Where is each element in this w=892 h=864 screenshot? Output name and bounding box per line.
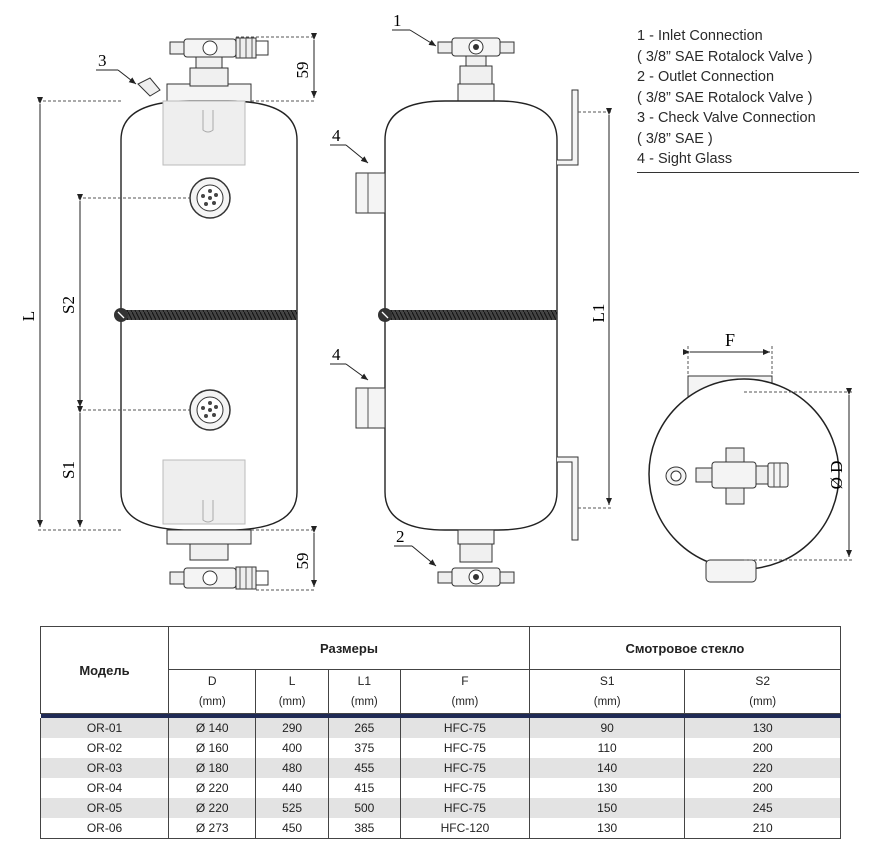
- cell: Ø 220: [167, 798, 257, 818]
- legend-line: ( 3/8” SAE ): [637, 130, 713, 147]
- cell: HFC-75: [399, 758, 530, 778]
- cell: 385: [327, 818, 401, 839]
- cell: 525: [255, 798, 329, 818]
- callout-4-bottom: 4: [332, 345, 341, 364]
- cell: 110: [528, 738, 686, 758]
- legend: 1 - Inlet Connection ( 3/8” SAE Rotalock…: [637, 26, 859, 173]
- cell-model: OR-05: [40, 798, 169, 818]
- technical-drawing: L S2 S1 59 59 3: [19, 11, 852, 591]
- col-unit: (mm): [399, 691, 530, 714]
- legend-line: 3 - Check Valve Connection: [637, 110, 816, 126]
- cell: Ø 273: [167, 818, 257, 839]
- cell-model: OR-02: [40, 738, 169, 758]
- side-view: L1 1 4 4 2: [330, 11, 612, 587]
- cell: 140: [528, 758, 686, 778]
- legend-line: ( 3/8” SAE Rotalock Valve ): [637, 89, 813, 106]
- table-row: OR-06 Ø 273 450 385 HFC-120 130 210: [40, 818, 841, 839]
- legend-line: 1 - Inlet Connection: [637, 28, 763, 44]
- dim-L1: L1: [589, 304, 608, 323]
- cell: 220: [684, 758, 841, 778]
- table-row: OR-02 Ø 160 400 375 HFC-75 110 200: [40, 738, 841, 758]
- sight-glass-icon: [189, 389, 231, 431]
- table-row: OR-05 Ø 220 525 500 HFC-75 150 245: [40, 798, 841, 818]
- cell: 210: [684, 818, 841, 839]
- col-unit: (mm): [528, 691, 686, 714]
- cell: 130: [528, 778, 686, 798]
- table-row: OR-04 Ø 220 440 415 HFC-75 130 200: [40, 778, 841, 798]
- col-header: D: [167, 669, 257, 692]
- cell: 90: [528, 718, 686, 738]
- cell: 290: [255, 718, 329, 738]
- table-row: OR-01 Ø 140 290 265 HFC-75 90 130: [40, 718, 841, 738]
- cell: 400: [255, 738, 329, 758]
- col-unit: (mm): [255, 691, 329, 714]
- cell: Ø 160: [167, 738, 257, 758]
- cell: HFC-75: [399, 778, 530, 798]
- callout-3: 3: [98, 51, 107, 70]
- cell: Ø 140: [167, 718, 257, 738]
- col-header: S1: [528, 669, 686, 692]
- dim-59-top: 59: [293, 62, 312, 79]
- cell: 200: [684, 778, 841, 798]
- legend-line: 4 - Sight Glass: [637, 151, 733, 167]
- col-unit: (mm): [684, 691, 841, 714]
- cell: 415: [327, 778, 401, 798]
- cell: Ø 220: [167, 778, 257, 798]
- cell: 455: [327, 758, 401, 778]
- dim-F: F: [725, 330, 735, 350]
- col-header: S2: [684, 669, 841, 692]
- col-unit: (mm): [327, 691, 401, 714]
- table-row: OR-03 Ø 180 480 455 HFC-75 140 220: [40, 758, 841, 778]
- dim-D: Ø D: [827, 461, 846, 490]
- cell: 265: [327, 718, 401, 738]
- col-header: F: [399, 669, 530, 692]
- cell: 480: [255, 758, 329, 778]
- col-header: L: [255, 669, 329, 692]
- cell: 245: [684, 798, 841, 818]
- cell-model: OR-01: [40, 718, 169, 738]
- cell: HFC-75: [399, 738, 530, 758]
- dim-S2: S2: [59, 296, 78, 314]
- cell-model: OR-03: [40, 758, 169, 778]
- callout-2: 2: [396, 527, 405, 546]
- legend-line: 2 - Outlet Connection: [637, 69, 775, 85]
- top-view: F Ø D: [648, 330, 852, 583]
- cell: 130: [528, 818, 686, 839]
- spec-table: Модель Размеры Смотровое стекло D L L1 F…: [40, 626, 842, 839]
- callout-4-top: 4: [332, 126, 341, 145]
- callout-1: 1: [393, 11, 402, 30]
- col-header: L1: [327, 669, 401, 692]
- cell: 130: [684, 718, 841, 738]
- dim-L: L: [19, 311, 38, 321]
- cell-model: OR-04: [40, 778, 169, 798]
- col-unit: (mm): [167, 691, 257, 714]
- dim-S1: S1: [59, 461, 78, 479]
- cell: 150: [528, 798, 686, 818]
- cell: 200: [684, 738, 841, 758]
- dim-59-bottom: 59: [293, 553, 312, 570]
- cell: HFC-75: [399, 718, 530, 738]
- sizes-header: Размеры: [168, 626, 530, 670]
- sight-glass-icon: [189, 177, 231, 219]
- cell: Ø 180: [167, 758, 257, 778]
- cell: 500: [327, 798, 401, 818]
- cell: 450: [255, 818, 329, 839]
- cell: 375: [327, 738, 401, 758]
- cell: 440: [255, 778, 329, 798]
- cell-model: OR-06: [40, 818, 169, 839]
- sightglass-header: Смотровое стекло: [528, 626, 842, 670]
- cell: HFC-120: [399, 818, 530, 839]
- model-header: Модель: [40, 626, 169, 714]
- cell: HFC-75: [399, 798, 530, 818]
- legend-line: ( 3/8” SAE Rotalock Valve ): [637, 48, 813, 65]
- front-view: L S2 S1 59 59 3: [19, 33, 317, 591]
